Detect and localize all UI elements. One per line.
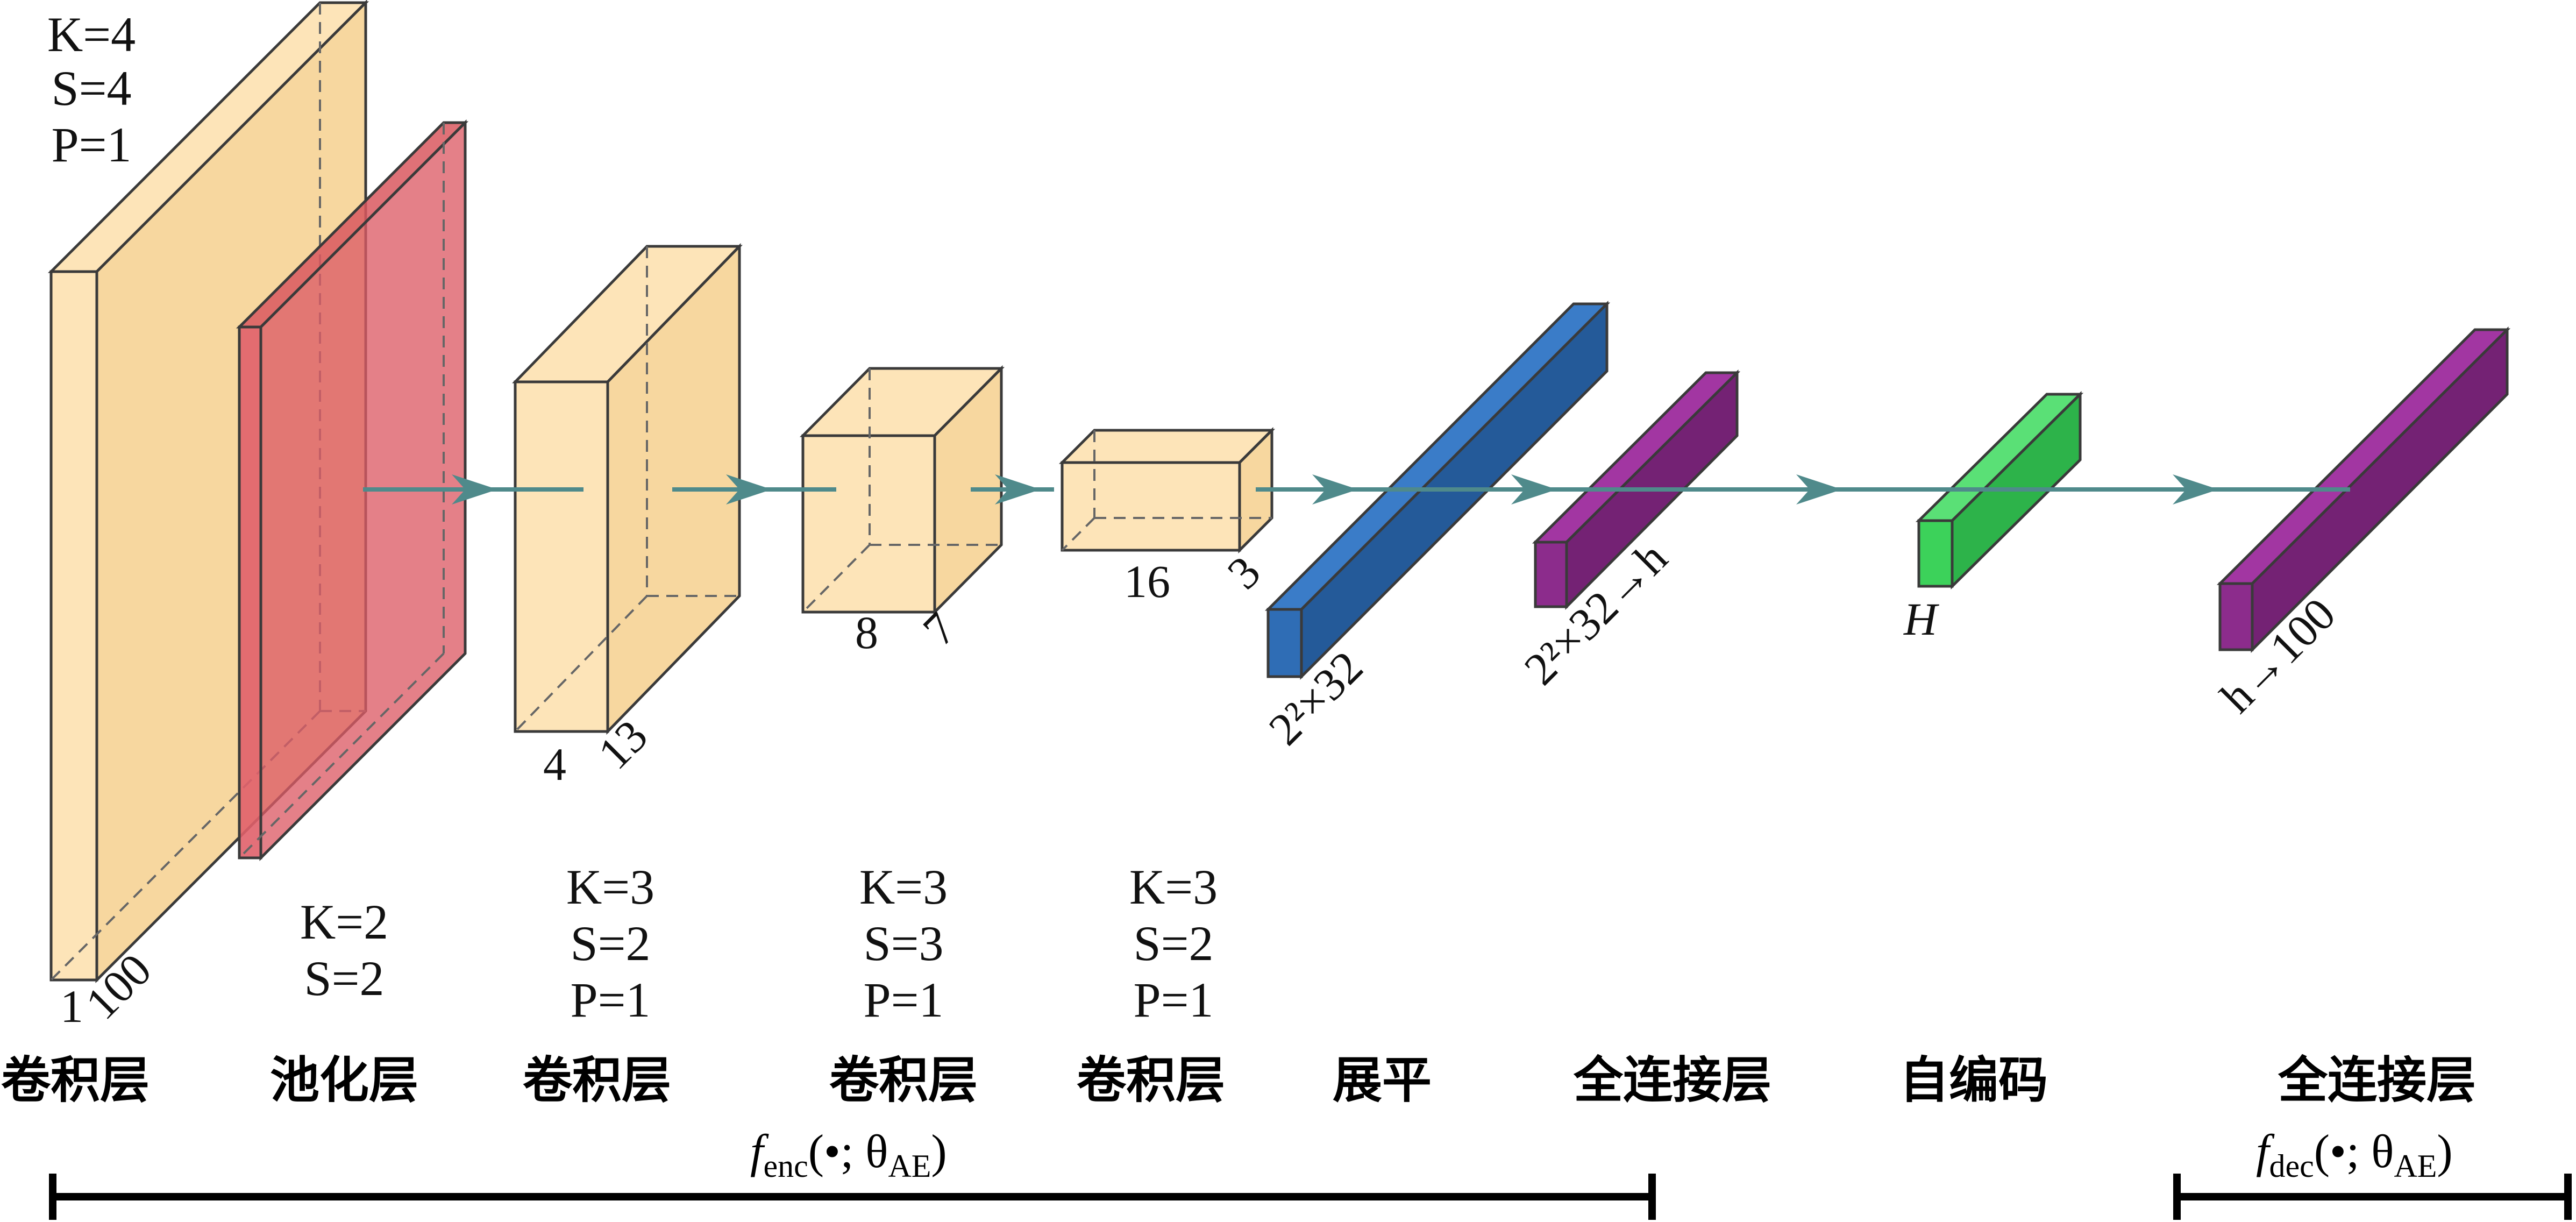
layer-name-conv2: 卷积层 <box>523 1052 671 1109</box>
layer-name-conv3: 卷积层 <box>829 1052 978 1109</box>
dense2-top <box>2216 328 2511 585</box>
dense2-front <box>2218 582 2254 651</box>
layer-name-flatten: 展平 <box>1333 1052 1432 1109</box>
pool1-param-k: K=2 <box>300 894 388 949</box>
layer-name-pool1: 池化层 <box>270 1052 418 1109</box>
encoder-sub-enc: enc <box>763 1148 808 1184</box>
decoder-label: fdec(•; θAE) <box>2256 1126 2453 1184</box>
conv3-dim-depth: 8 <box>855 607 878 658</box>
layer-parameters: K=4 S=4 P=1 K=2 S=2 K=3 S=2 P=1 K=3 S=3 … <box>47 7 1218 1027</box>
encoder-sub-ae: AE <box>888 1148 931 1184</box>
conv4-dim-depth: 16 <box>1124 556 1170 607</box>
layer-name-code: 自编码 <box>1899 1052 2048 1109</box>
conv3-block <box>799 365 1005 616</box>
flow-arrow-1 <box>452 474 497 505</box>
conv4-param-s: S=2 <box>1133 916 1213 971</box>
flow-arrow-5 <box>1511 474 1557 505</box>
conv2-dim-depth: 4 <box>543 738 566 790</box>
conv2-param-s: S=2 <box>570 916 650 971</box>
decoder-args: (•; θ <box>2314 1126 2394 1178</box>
conv1-dim-depth: 1 <box>60 981 83 1032</box>
conv2-front <box>514 380 609 733</box>
flow-arrow-2 <box>726 474 772 505</box>
encoder-label: fenc(•; θAE) <box>750 1126 947 1184</box>
conv3-dim-length: 7 <box>913 602 966 655</box>
dense1-front <box>1534 541 1568 608</box>
encoder-close: ) <box>931 1126 947 1178</box>
flow-arrow-7 <box>2173 474 2218 505</box>
flow-arrow-6 <box>1796 474 1842 505</box>
conv1-param-s: S=4 <box>51 61 131 116</box>
conv3-param-s: S=3 <box>863 916 943 971</box>
conv1-param-k: K=4 <box>47 7 136 62</box>
flow-arrow-3 <box>995 474 1041 505</box>
data-flow-axis <box>363 474 2350 505</box>
code-front <box>1917 519 1954 588</box>
decoder-close: ) <box>2437 1126 2452 1178</box>
decoder-sub-ae: AE <box>2394 1148 2437 1184</box>
pool1-param-s: S=2 <box>304 951 384 1006</box>
code-dim: H <box>1903 593 1939 645</box>
layer-name-conv4: 卷积层 <box>1077 1052 1225 1109</box>
decoder-span-bar <box>2173 1174 2572 1220</box>
layer-name-conv1: 卷积层 <box>1 1052 150 1109</box>
conv4-front <box>1061 461 1241 552</box>
flatten-front <box>1266 608 1303 678</box>
svg-text:fenc(•; θAE): fenc(•; θAE) <box>750 1126 947 1184</box>
conv1-front <box>49 270 98 982</box>
layer-name-dense2: 全连接层 <box>2278 1052 2476 1109</box>
pool1-front <box>238 325 262 859</box>
decoder-sub-dec: dec <box>2269 1148 2314 1184</box>
flow-arrow-4 <box>1312 474 1358 505</box>
encoder-args: (•; θ <box>808 1126 888 1178</box>
conv4-block <box>1058 427 1276 554</box>
conv1-param-p: P=1 <box>51 117 131 172</box>
dense2-block <box>2216 326 2511 653</box>
conv4-param-p: P=1 <box>1133 972 1213 1027</box>
conv2-param-p: P=1 <box>570 972 650 1027</box>
conv3-param-k: K=3 <box>859 859 948 914</box>
encoder-span-bar <box>49 1174 1656 1220</box>
svg-text:fdec(•; θAE): fdec(•; θAE) <box>2256 1126 2453 1184</box>
conv2-param-k: K=3 <box>566 859 654 914</box>
layer-name-dense1: 全连接层 <box>1573 1052 1771 1109</box>
layer-names: 卷积层 池化层 卷积层 卷积层 卷积层 展平 全连接层 自编码 全连接层 <box>1 1052 2476 1109</box>
conv4-dim-length: 3 <box>1218 546 1270 599</box>
conv4-param-k: K=3 <box>1129 859 1218 914</box>
conv3-param-p: P=1 <box>863 972 943 1027</box>
